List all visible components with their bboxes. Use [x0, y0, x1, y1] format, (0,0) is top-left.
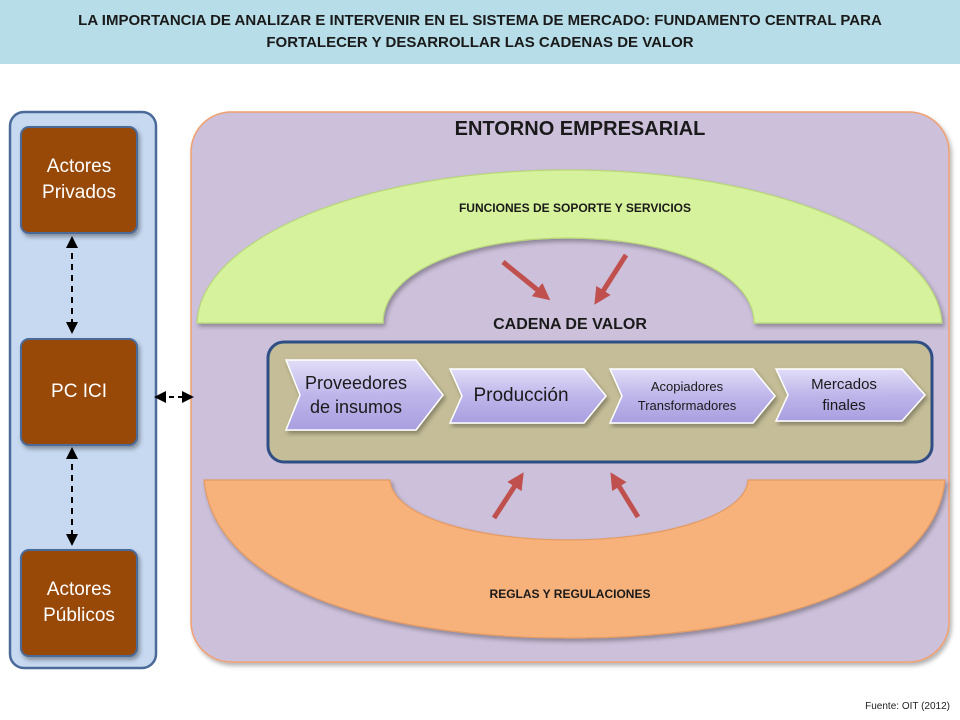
- page-title: LA IMPORTANCIA DE ANALIZAR E INTERVENIR …: [78, 12, 882, 51]
- value-chain-title: CADENA DE VALOR: [493, 316, 647, 333]
- support-arrow-right: [594, 253, 629, 305]
- production-label: Producción: [473, 385, 569, 406]
- rules-arrow-right: [610, 472, 641, 519]
- chevron-markets: [774, 368, 927, 422]
- support-functions-arc: [196, 169, 943, 324]
- chevron-production: [448, 368, 607, 424]
- pcici-box: PC ICI: [20, 338, 138, 446]
- public-actors-box: Actores Públicos: [20, 549, 138, 657]
- support-arrow-left: [501, 260, 551, 301]
- support-functions-label: FUNCIONES DE SOPORTE Y SERVICIOS: [458, 201, 692, 215]
- markets-label: Mercados finales: [811, 376, 877, 414]
- chevron-suppliers: [284, 359, 444, 431]
- public-actors-label: Actores Públicos: [43, 579, 115, 626]
- rules-regulations-label: REGLAS Y REGULACIONES: [489, 587, 651, 601]
- chevron-collectors: [608, 368, 776, 424]
- private-actors-label: Actores Privados: [42, 156, 116, 203]
- source-note: Fuente: OIT (2012): [865, 701, 950, 712]
- environment-title: ENTORNO EMPRESARIAL: [454, 118, 706, 140]
- private-actors-box: Actores Privados: [20, 126, 138, 234]
- rules-regulations-arc: [203, 479, 946, 639]
- header-banner: LA IMPORTANCIA DE ANALIZAR E INTERVENIR …: [0, 0, 960, 64]
- collectors-label: Acopiadores Transformadores: [637, 379, 737, 413]
- suppliers-label: Proveedores de insumos: [304, 373, 408, 417]
- rules-arrow-left: [491, 472, 524, 520]
- pcici-label: PC ICI: [51, 381, 107, 402]
